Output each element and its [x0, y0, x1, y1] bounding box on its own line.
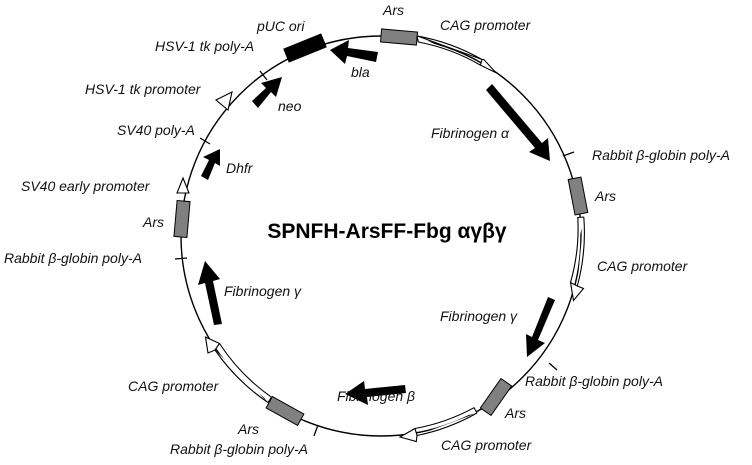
cag-promoter-4-arrow	[204, 336, 273, 403]
rabbit-polya-tick-bottom	[313, 424, 319, 437]
ars-box-left	[173, 199, 191, 239]
ars-box-bottom-left	[265, 395, 305, 427]
label-neo: neo	[278, 98, 302, 114]
neo-arrow	[252, 77, 282, 108]
fibrinogen-gamma-left-arrow	[198, 261, 222, 325]
label-rabbit-polya-bottom: Rabbit β-globin poly-A	[170, 441, 308, 457]
label-puc-ori: pUC ori	[256, 18, 305, 34]
sv40-early-promoter-arrow	[176, 176, 190, 194]
label-hsv-polya: HSV-1 tk poly-A	[155, 38, 254, 54]
fibrinogen-beta-arrow	[345, 381, 406, 405]
rabbit-polya-tick-left	[174, 257, 188, 260]
plasmid-title: SPNFH-ArsFF-Fbg αγβγ	[267, 220, 507, 243]
label-sv40-polya: SV40 poly-A	[117, 122, 195, 138]
label-ars-right: Ars	[594, 188, 616, 204]
label-rabbit-polya-right-upper: Rabbit β-globin poly-A	[592, 147, 730, 163]
label-bla: bla	[351, 64, 370, 80]
label-rabbit-polya-right-lower: Rabbit β-globin poly-A	[525, 373, 663, 389]
fibrinogen-gamma-right-arrow	[526, 297, 555, 357]
label-sv40-promoter: SV40 early promoter	[21, 178, 151, 194]
label-ars-bottom-left: Ars	[237, 421, 259, 437]
label-ars-bottom-right: Ars	[504, 405, 526, 421]
label-cag-promoter-2: CAG promoter	[597, 258, 689, 274]
cag-promoter-1-arrow	[416, 35, 497, 74]
rabbit-polya-tick-right-upper	[562, 151, 575, 157]
label-ars-left: Ars	[142, 214, 164, 230]
label-ars-top: Ars	[382, 2, 404, 18]
label-dhfr: Dhfr	[226, 160, 254, 176]
label-cag-promoter-1: CAG promoter	[440, 17, 532, 33]
dhfr-arrow	[201, 149, 220, 180]
puc-ori-box	[283, 33, 327, 63]
bla-arrow	[330, 40, 378, 64]
cag-promoter-2-arrow	[569, 216, 585, 302]
label-fibrinogen-gamma-right: Fibrinogen γ	[440, 308, 518, 324]
label-cag-promoter-3: CAG promoter	[441, 437, 533, 453]
hsv-tk-promoter-arrow	[215, 90, 233, 112]
label-hsv-promoter: HSV-1 tk promoter	[85, 81, 202, 97]
ars-box-right	[567, 176, 589, 216]
label-fibrinogen-alpha: Fibrinogen α	[431, 125, 510, 141]
label-rabbit-polya-left: Rabbit β-globin poly-A	[4, 250, 142, 266]
label-cag-promoter-4: CAG promoter	[128, 378, 220, 394]
fibrinogen-alpha-arrow	[486, 84, 550, 161]
ars-box-bottom-right	[479, 377, 513, 417]
label-fibrinogen-gamma-left: Fibrinogen γ	[224, 283, 302, 299]
cag-promoter-3-arrow	[398, 406, 478, 443]
rabbit-polya-tick-right-lower	[548, 362, 558, 371]
sv40-polya-tick	[199, 137, 211, 145]
label-fibrinogen-beta: Fibrinogen β	[337, 388, 415, 404]
hsv-polya-tick	[259, 70, 268, 81]
ars-box-top	[379, 28, 419, 46]
